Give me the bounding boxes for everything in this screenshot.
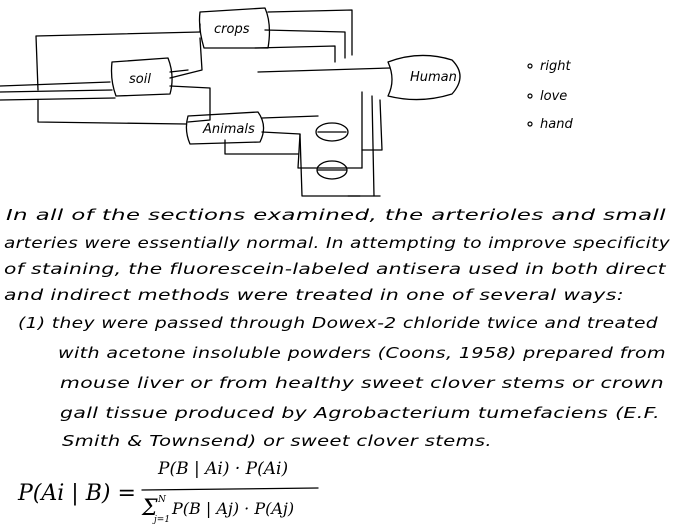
paragraph-line: with acetone insoluble powders (Coons, 1… (58, 344, 666, 362)
node-label-human: Human (410, 70, 457, 85)
paragraph: In all of the sections examined, the art… (4, 206, 671, 450)
node-animals: Animals (185, 111, 265, 145)
inverter-circle-upper (315, 122, 349, 142)
bayes-formula: P(Ai | B) = P(B | Ai) · P(Ai) Σ N j=1 P(… (17, 459, 319, 525)
paragraph-line: of staining, the fluorescein-labeled ant… (4, 260, 667, 278)
node-label-animals: Animals (202, 122, 255, 137)
formula-lhs: P(Ai | B) = (17, 481, 136, 506)
node-label-crops: crops (214, 22, 250, 37)
paragraph-line: gall tissue produced by Agrobacterium tu… (60, 404, 660, 422)
sum-lower-limit: j=1 (152, 515, 170, 525)
node-human: Human (387, 54, 461, 101)
formula-numerator: P(B | Ai) · P(Ai) (157, 459, 288, 479)
inverter-circle-lower (316, 160, 348, 180)
bullet-icon (527, 121, 533, 127)
paragraph-line: Smith & Townsend) or sweet clover stems. (62, 432, 492, 450)
legend: right love hand (527, 59, 573, 132)
gate-shape-human (387, 54, 461, 101)
gate-shape-crops (198, 7, 271, 49)
paragraph-line: In all of the sections examined, the art… (6, 206, 667, 224)
sum-symbol: Σ (141, 496, 158, 521)
bullet-icon (527, 93, 533, 99)
paragraph-line: (1) they were passed through Dowex-2 chl… (18, 314, 658, 332)
paragraph-line: arteries were essentially normal. In att… (4, 234, 671, 252)
node-label-soil: soil (129, 72, 151, 87)
diagram-wires (0, 9, 391, 197)
legend-item: right (540, 59, 571, 74)
gate-shape-soil (110, 57, 173, 97)
paragraph-line: and indirect methods were treated in one… (4, 286, 624, 304)
sum-upper-limit: N (157, 495, 167, 505)
legend-item: hand (540, 117, 573, 132)
fraction-bar (141, 487, 319, 491)
legend-item: love (540, 89, 567, 104)
formula-denominator: P(B | Aj) · P(Aj) (171, 499, 294, 518)
bullet-icon (527, 63, 533, 69)
gate-shape-animals (185, 111, 265, 145)
paragraph-line: mouse liver or from healthy sweet clover… (60, 374, 664, 392)
node-crops: crops (198, 7, 271, 49)
node-soil: soil (110, 57, 173, 97)
